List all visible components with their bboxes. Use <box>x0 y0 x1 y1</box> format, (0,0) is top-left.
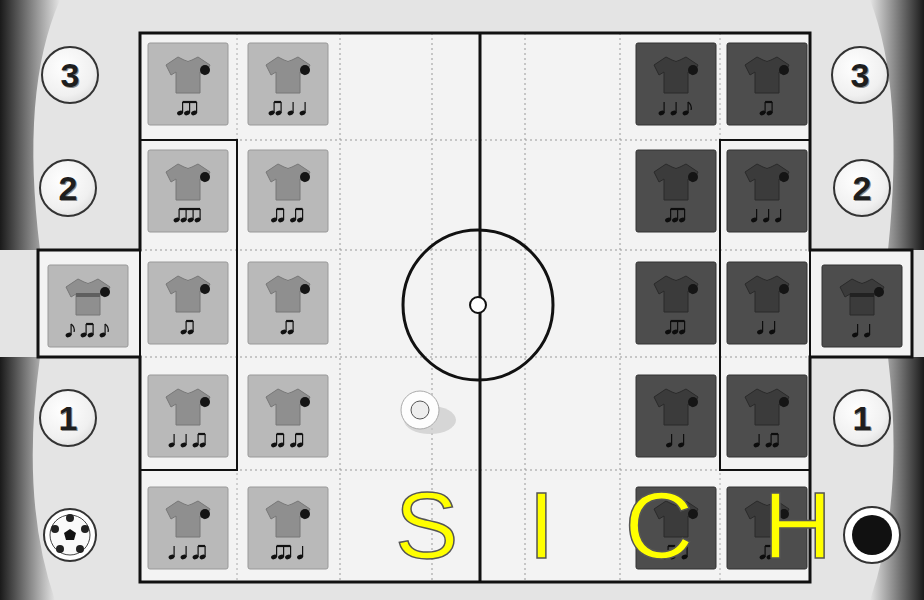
player-card <box>248 262 328 344</box>
player-card <box>248 487 328 569</box>
game-piece <box>401 391 456 434</box>
player-card <box>148 375 228 457</box>
player-card <box>248 150 328 232</box>
number-label: 2 <box>59 171 78 205</box>
player-card <box>248 375 328 457</box>
player-card <box>636 375 716 457</box>
player-card <box>727 375 807 457</box>
card-group-outline <box>140 140 237 470</box>
center-circle <box>403 230 553 380</box>
player-card <box>636 262 716 344</box>
card-group-outline <box>720 140 810 470</box>
field-outline <box>38 33 912 582</box>
player-card <box>636 43 716 125</box>
number-label: 3 <box>851 58 870 92</box>
number-circle: 1 <box>833 389 891 447</box>
player-card <box>148 43 228 125</box>
number-label: 1 <box>59 401 78 435</box>
player-card <box>148 150 228 232</box>
player-card <box>148 487 228 569</box>
player-card <box>248 43 328 125</box>
number-label: 3 <box>61 58 80 92</box>
number-circle: 1 <box>39 389 97 447</box>
edge-swoosh <box>0 0 60 250</box>
player-card <box>727 262 807 344</box>
edge-swoosh <box>0 357 55 600</box>
goalkeeper-card <box>48 265 128 347</box>
watermark: SICH <box>395 478 902 573</box>
number-circle: 2 <box>833 159 891 217</box>
number-circle: 2 <box>39 159 97 217</box>
player-card <box>636 150 716 232</box>
soccer-ball <box>44 509 96 561</box>
edge-swoosh <box>870 0 924 250</box>
center-spot <box>470 297 486 313</box>
player-card <box>727 43 807 125</box>
field-ground <box>38 33 912 582</box>
number-label: 1 <box>853 401 872 435</box>
number-circle: 3 <box>41 46 99 104</box>
player-card <box>727 150 807 232</box>
number-label: 2 <box>853 171 872 205</box>
player-card <box>148 262 228 344</box>
goalkeeper-card <box>822 265 902 347</box>
number-circle: 3 <box>831 46 889 104</box>
